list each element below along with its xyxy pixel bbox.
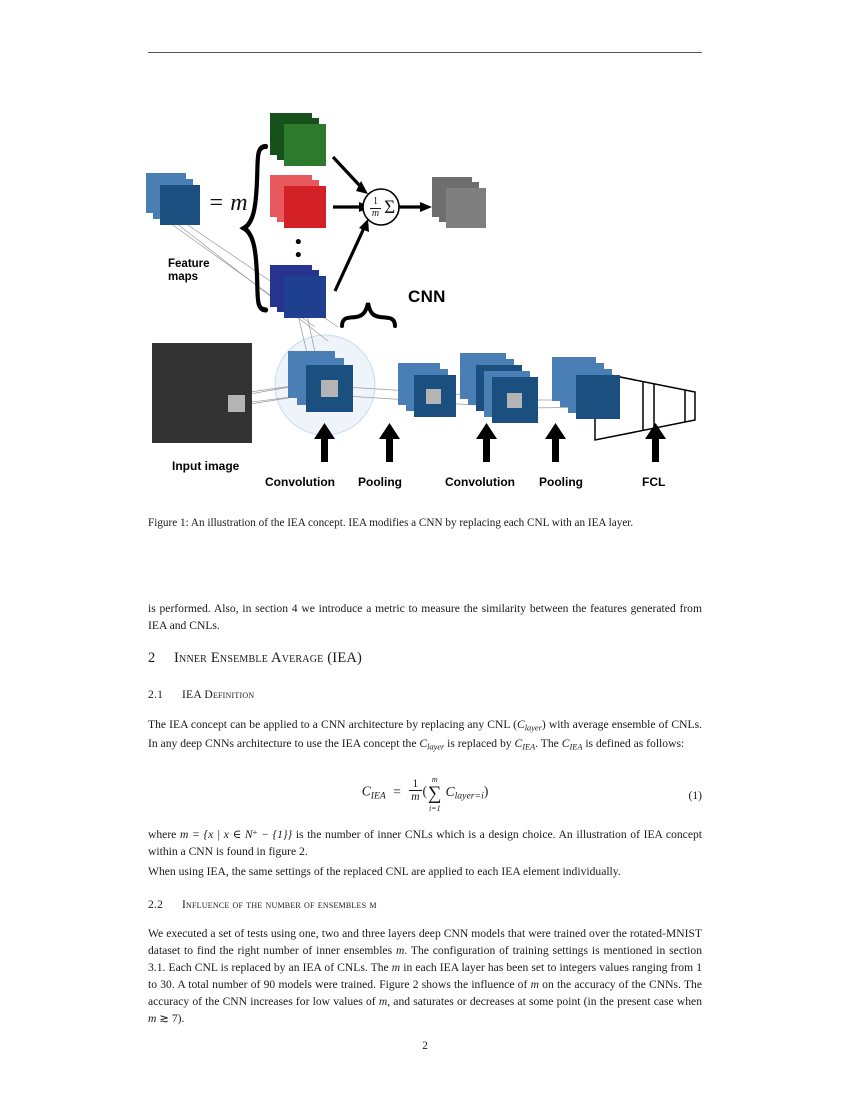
arrow-convolution-2 <box>476 423 497 462</box>
p21-part5: is defined as follows: <box>582 736 685 750</box>
section-2-2-number: 2.2 <box>148 898 164 911</box>
pooling-2-label: Pooling <box>539 475 583 489</box>
feature-maps-label-line2: maps <box>168 270 199 283</box>
c-layer-subscript-1: layer <box>524 723 542 733</box>
eq1-lhs: C <box>361 783 371 799</box>
c-iea-subscript-1: IEA <box>522 741 536 751</box>
average-operator-circle <box>362 188 400 226</box>
pooling-1-label: Pooling <box>358 475 402 489</box>
m-definition-2: − {1}} <box>257 828 293 841</box>
ensemble-stack-red <box>270 175 330 235</box>
input-image-graphic <box>152 343 252 443</box>
p21-part2: ) with average ensemble of CNLs. In any … <box>148 718 702 750</box>
equation-1-tag: (1) <box>688 789 702 802</box>
feature-maps-label: Feature maps <box>168 258 210 284</box>
arrow-pooling-1 <box>379 423 400 462</box>
conv2-feature-stack <box>460 353 552 443</box>
final-p4: on the accuracy of the CNNs. The accurac… <box>148 978 702 1009</box>
m-definition-superscript: + <box>252 827 258 837</box>
c-layer-symbol-2: C <box>419 736 428 750</box>
pool1-feature-stack <box>398 363 468 433</box>
c-iea-symbol-2: C <box>561 736 570 750</box>
feature-maps-label-line1: Feature <box>168 258 210 270</box>
page-number: 2 <box>422 1040 428 1052</box>
eq1-term-subscript: layer=i <box>454 790 484 802</box>
pool2-feature-stack <box>552 357 640 445</box>
final-p1: We executed a set of tests using one, tw… <box>148 927 702 958</box>
average-denominator: m <box>369 207 382 219</box>
eq1-sum-upper-limit: m <box>431 774 438 784</box>
averaged-output-stack-gray <box>432 177 492 237</box>
figure-vector-layer <box>152 143 696 462</box>
equals-m-label: = m <box>208 190 248 216</box>
final-m2: m <box>391 961 401 975</box>
final-m4: m <box>378 995 388 1009</box>
final-m5: m <box>148 1012 157 1026</box>
fcl-label: FCL <box>642 475 666 489</box>
section-2-1-heading: 2.1 IEA Definition <box>148 688 702 701</box>
arrow-fcl <box>645 423 666 462</box>
eq1-sum-operator: m ∑ i=1 <box>428 775 442 812</box>
section-2-heading: 2 Inner Ensemble Average (IEA) <box>148 650 702 667</box>
eq1-sum-glyph: ∑ <box>428 782 442 804</box>
section-2-title: Inner Ensemble Average (IEA) <box>174 650 363 666</box>
after-eq-part1: where <box>148 828 180 841</box>
convolution-1-label: Convolution <box>265 475 335 489</box>
final-p2: . The configuration of training settings… <box>148 944 702 975</box>
eq1-lhs-subscript: IEA <box>370 790 386 802</box>
ensemble-brace-icon <box>239 143 269 313</box>
feature-map-stack-source <box>146 173 202 229</box>
section-2-2-title: Influence of the number of ensembles m <box>182 898 377 911</box>
ensemble-stack-green <box>270 113 330 173</box>
average-operator-content: 1 m Σ <box>366 195 398 221</box>
arrow-convolution-1 <box>314 423 335 462</box>
final-p6: ≳ 7). <box>156 1012 185 1026</box>
section-2-1-number: 2.1 <box>148 688 164 701</box>
eq1-close-paren: ) <box>483 783 489 799</box>
section-2-number: 2 <box>148 650 156 666</box>
when-using-iea-paragraph: When using IEA, the same settings of the… <box>148 865 621 878</box>
eq1-term: C <box>445 783 455 799</box>
c-iea-subscript-2: IEA <box>569 741 583 751</box>
figure-caption: Figure 1: An illustration of the IEA con… <box>148 517 634 529</box>
c-layer-symbol-1: C <box>516 718 525 731</box>
section-2-2-heading: 2.2 Influence of the number of ensembles … <box>148 898 702 911</box>
equation-1-row: CIEA = 1 m ( m ∑ i=1 Clayer=i) (1) <box>148 775 702 818</box>
p21-part4: . The <box>535 736 562 750</box>
after-eq-part2: is the number of inner CNLs which is a d… <box>148 828 702 859</box>
section-2-1-paragraph: The IEA concept can be applied to a CNN … <box>148 716 702 753</box>
cnn-label: CNN <box>408 287 446 306</box>
c-layer-subscript-2: layer <box>427 741 445 751</box>
eq1-frac-denominator: m <box>409 790 422 804</box>
p21-part3: is replaced by <box>444 736 515 750</box>
section-2-1-title: IEA Definition <box>182 688 255 701</box>
c-iea-symbol-1: C <box>514 736 523 750</box>
eq1-equals: = <box>393 783 401 799</box>
eq1-sum-lower-limit: i=1 <box>428 803 441 813</box>
final-p3: in each IEA layer has been set to intege… <box>148 961 702 992</box>
section-2-2-paragraph: We executed a set of tests using one, tw… <box>148 925 702 1027</box>
eq1-frac-numerator: 1 <box>412 778 419 790</box>
convolution-2-label: Convolution <box>445 475 515 489</box>
ensemble-arrows <box>331 155 432 292</box>
final-p5: , and saturates or decreases at some poi… <box>387 995 702 1009</box>
after-equation-paragraph: where m = {x | x ∈ N+ − {1}} is the numb… <box>148 826 702 860</box>
m-definition: m = {x | x ∈ N <box>179 828 253 841</box>
ensemble-stack-navy <box>270 265 330 325</box>
conv1-feature-stack <box>288 351 368 431</box>
sigma-icon: Σ <box>384 197 396 218</box>
input-image-label: Input image <box>172 459 240 473</box>
arrow-pooling-2 <box>545 423 566 462</box>
average-numerator: 1 <box>372 195 378 207</box>
p21-part1: The IEA concept can be applied to a CNN … <box>148 718 517 731</box>
equation-1-body: CIEA = 1 m ( m ∑ i=1 Clayer=i) <box>148 775 702 812</box>
figure-1-illustration: • • • <box>140 95 710 500</box>
final-m1: m <box>395 944 405 958</box>
cnn-brace-icon <box>340 302 397 328</box>
eq1-open-paren: ( <box>422 783 428 799</box>
stage-arrows <box>314 423 666 462</box>
intro-paragraph: is performed. Also, in section 4 we intr… <box>148 602 702 633</box>
final-m3: m <box>530 978 539 992</box>
page-header-rule <box>148 52 702 53</box>
